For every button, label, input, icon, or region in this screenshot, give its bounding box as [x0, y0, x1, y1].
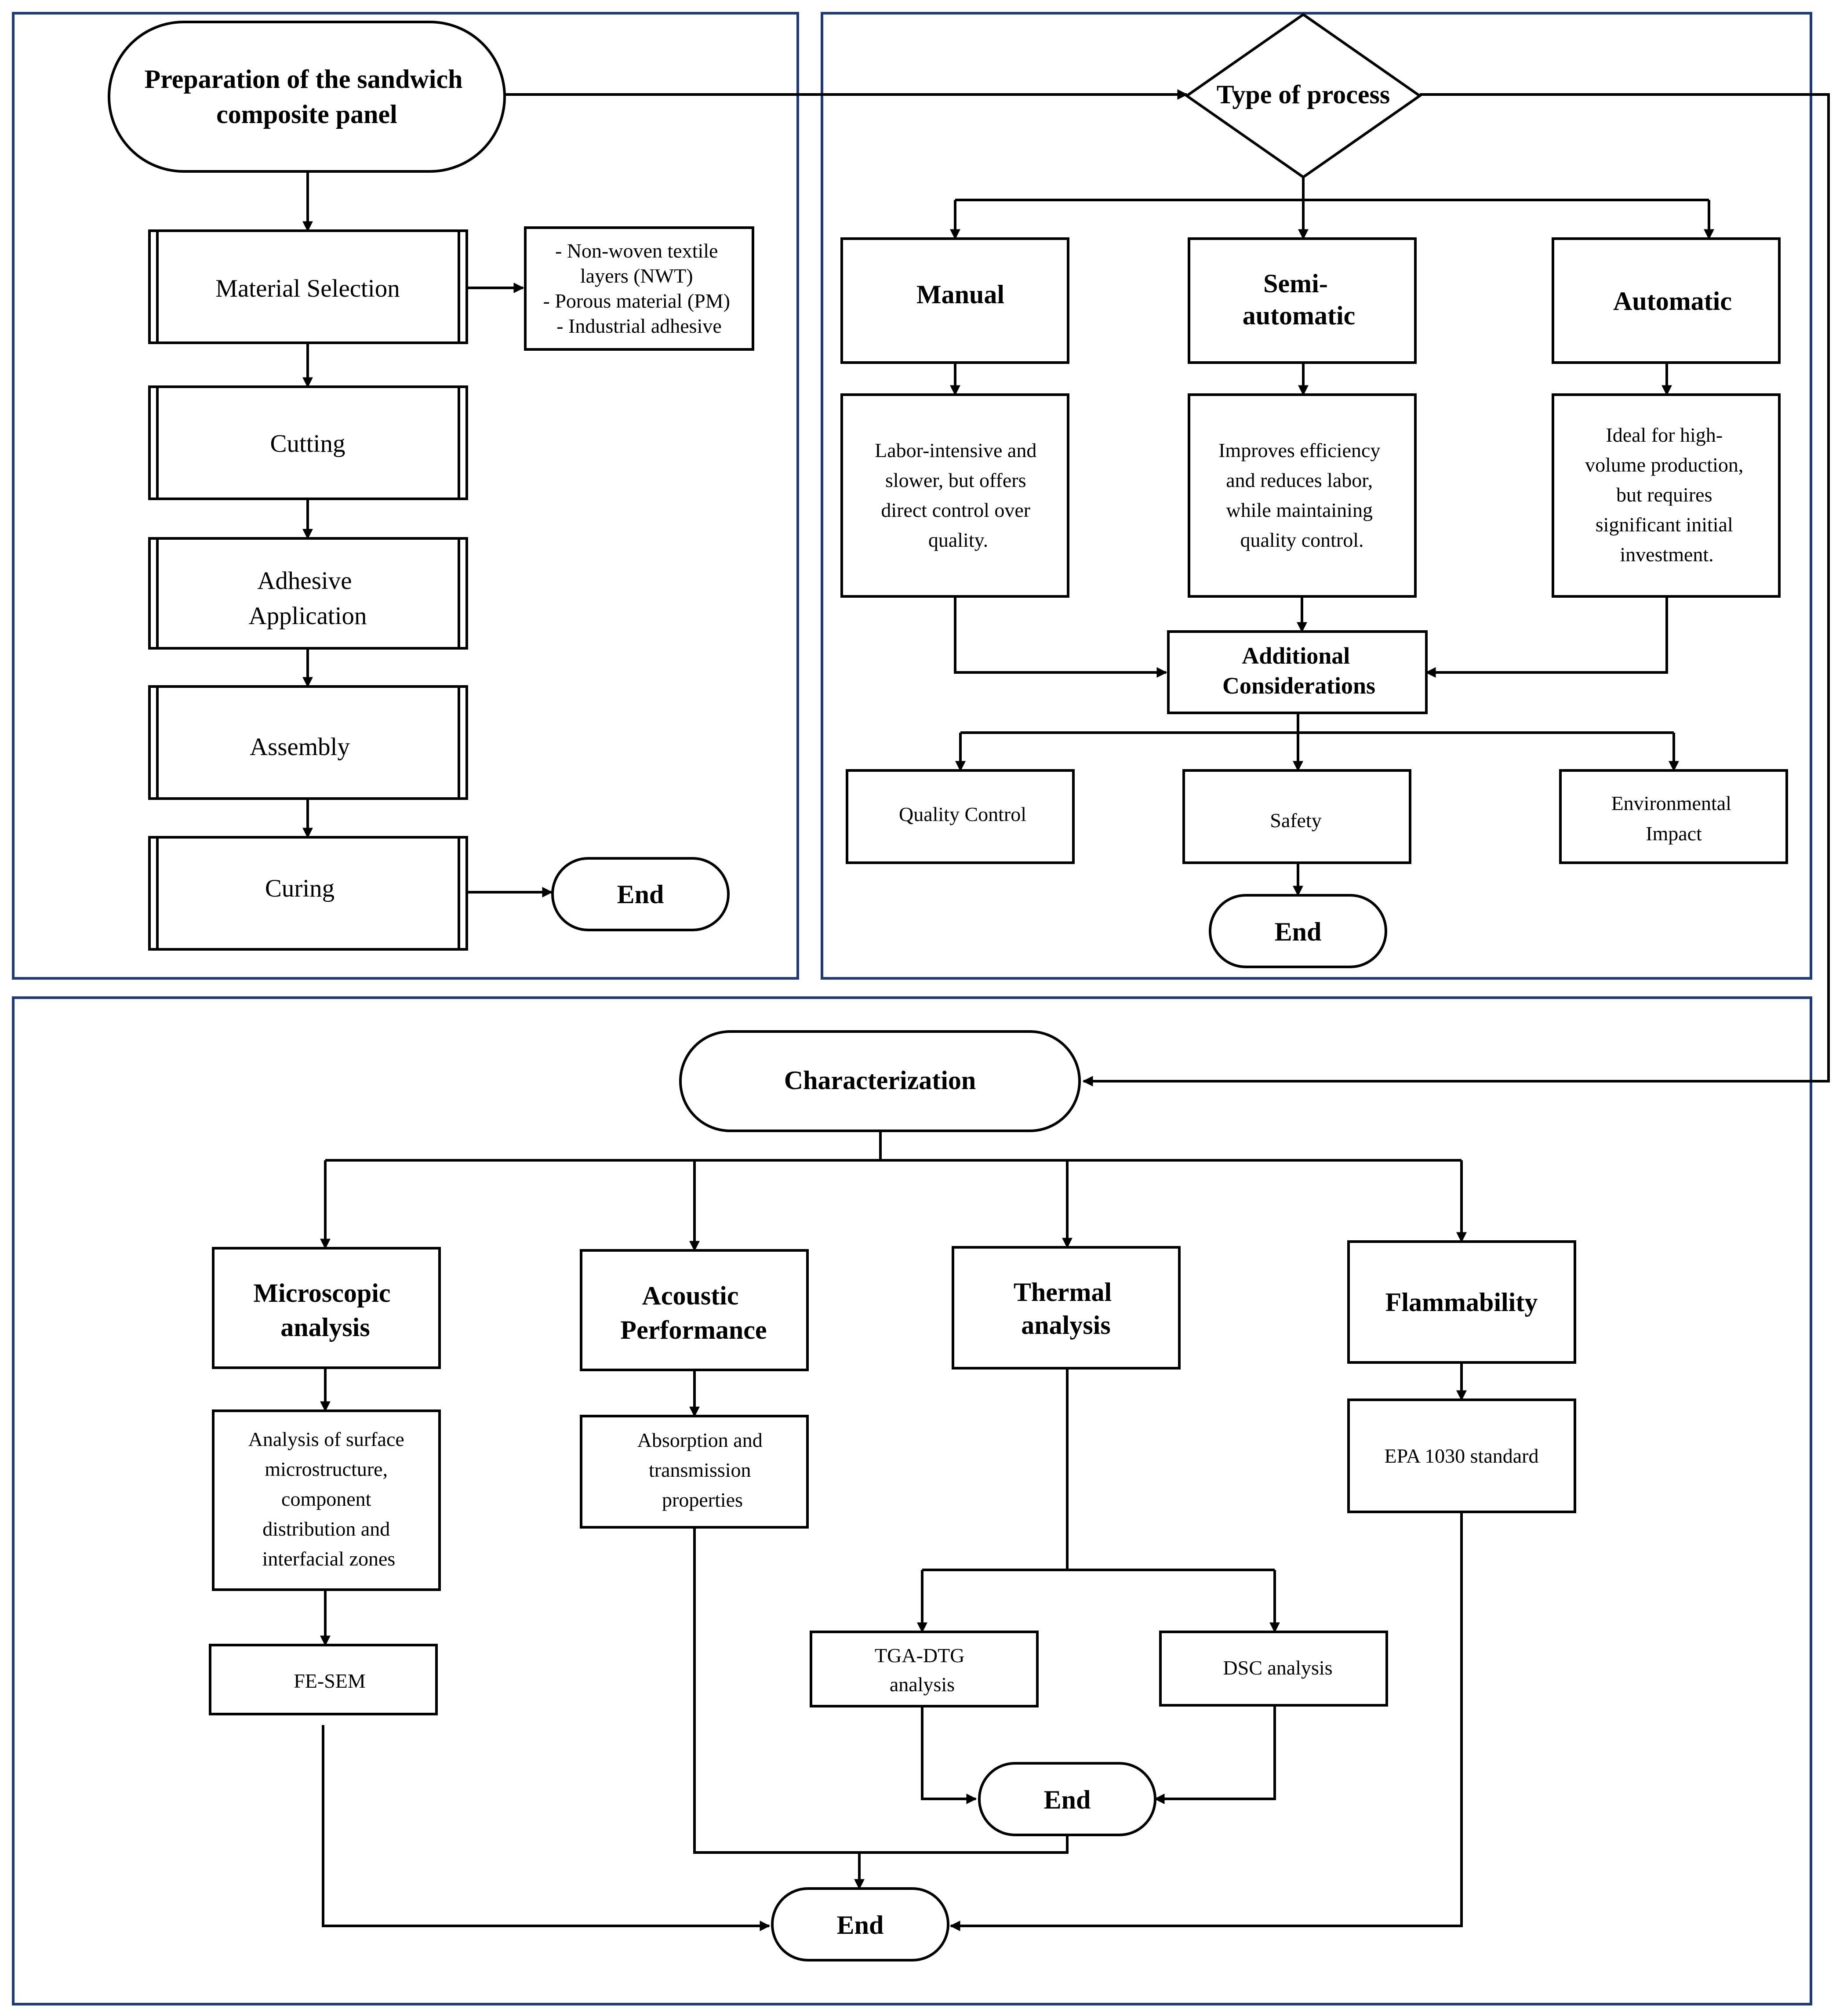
- end-label-thermal: End: [1044, 1785, 1091, 1814]
- start-title-line-2: composite panel: [216, 100, 397, 129]
- acoustic-performance-box: [580, 1249, 809, 1371]
- thermal-analysis-title: Thermal analysis: [1014, 1278, 1118, 1340]
- step-label-assembly: Assembly: [250, 733, 350, 761]
- acoustic-desc: Absorption and transmission properties: [637, 1429, 767, 1511]
- tga-dtg-box: [810, 1631, 1039, 1707]
- panel-process: [821, 12, 1812, 980]
- process-semi-desc-box: [1188, 393, 1417, 598]
- arrow-standard-to-final-end: [949, 1512, 1463, 1931]
- acoustic-performance-title: Acoustic Performance: [620, 1281, 767, 1344]
- start-terminator: [108, 21, 506, 173]
- process-manual-desc-box: [840, 393, 1069, 598]
- panel-preparation: [12, 12, 799, 980]
- arrow-automatic-to-additional: [1425, 596, 1668, 678]
- safety-box: [1182, 769, 1411, 864]
- epa-standard-box: [1347, 1398, 1576, 1513]
- microscopic-analysis-box: [212, 1247, 441, 1369]
- materials-note-box: [524, 226, 754, 351]
- quality-control-box: [846, 769, 1075, 864]
- process-manual-title: Manual: [916, 280, 1004, 309]
- process-manual-box: [840, 237, 1069, 364]
- end-terminator-thermal: [978, 1762, 1156, 1836]
- characterization-terminator: [679, 1030, 1081, 1132]
- arrow-manual-to-additional: [954, 596, 1167, 678]
- environmental-impact-label: Environmental Impact: [1611, 792, 1737, 845]
- microscopic-desc-box: [212, 1409, 441, 1591]
- additional-considerations-box: [1167, 630, 1428, 714]
- process-step-cutting: Cutting: [148, 385, 468, 500]
- arrow-decision-to-characterization: [1082, 93, 1830, 1086]
- step-label-cutting: Cutting: [270, 430, 345, 458]
- process-automatic-title: Automatic: [1613, 287, 1732, 316]
- arrow-tga-to-end: [921, 1706, 977, 1804]
- decision-label: Type of process: [1217, 80, 1390, 109]
- decision-type-of-process: [1184, 13, 1422, 179]
- end-terminator-preparation: [551, 857, 730, 931]
- step-label-adhesive: Adhesive Application: [248, 567, 367, 630]
- process-step-adhesive-application: Adhesive Application: [148, 537, 468, 650]
- additional-considerations-label: Additional Considerations: [1222, 643, 1375, 699]
- connectors: [302, 89, 1830, 1931]
- microscopic-desc: Analysis of surface microstructure, comp…: [248, 1428, 410, 1570]
- process-automatic-desc-box: [1552, 393, 1781, 598]
- materials-note: - Non-woven textile layers (NWT) - Porou…: [543, 240, 735, 337]
- safety-label: Safety: [1270, 809, 1322, 832]
- end-label-preparation: End: [617, 880, 664, 909]
- dsc-analysis-box: [1159, 1631, 1388, 1707]
- step-label-curing: Curing: [265, 875, 334, 902]
- quality-control-label: Quality Control: [899, 803, 1026, 825]
- tga-dtg-label: TGA-DTG analysis: [875, 1644, 970, 1696]
- process-automatic-box: [1552, 237, 1781, 364]
- process-semi-desc: Improves efficiency and reduces labor, w…: [1218, 439, 1385, 551]
- step-label-material-selection: Material Selection: [215, 275, 400, 302]
- flammability-box: [1347, 1240, 1576, 1364]
- panel-characterization: [12, 996, 1812, 2005]
- process-automatic-desc: Ideal for high- volume production, but r…: [1585, 424, 1749, 566]
- thermal-analysis-box: [952, 1246, 1181, 1369]
- characterization-title: Characterization: [784, 1066, 976, 1095]
- environmental-impact-box: [1559, 769, 1788, 864]
- process-step-material-selection: Material Selection: [148, 229, 468, 344]
- end-terminator-final: [771, 1887, 949, 1962]
- end-label-final: End: [837, 1911, 884, 1940]
- start-title-line-1: Preparation of the sandwich: [145, 65, 463, 94]
- process-step-assembly: Assembly: [148, 685, 468, 800]
- arrow-fesem-to-final-end: [322, 1725, 771, 1931]
- process-manual-desc: Labor-intensive and slower, but offers d…: [875, 439, 1042, 551]
- flammability-title: Flammability: [1385, 1288, 1538, 1317]
- process-semi-box: [1188, 237, 1417, 364]
- start-title: Preparation of the sandwich composite pa…: [145, 65, 469, 129]
- dsc-analysis-label: DSC analysis: [1223, 1656, 1332, 1679]
- acoustic-desc-box: [580, 1415, 809, 1529]
- process-semi-title: Semi- automatic: [1243, 269, 1356, 330]
- arrow-dsc-to-end: [1154, 1705, 1276, 1804]
- fe-sem-label: FE-SEM: [294, 1670, 366, 1692]
- epa-standard-label: EPA 1030 standard: [1385, 1445, 1539, 1467]
- process-step-curing: Curing: [148, 836, 468, 951]
- end-terminator-process: [1209, 894, 1387, 968]
- microscopic-analysis-title: Microscopic analysis: [253, 1279, 397, 1342]
- end-label-process: End: [1275, 917, 1322, 946]
- fe-sem-box: [209, 1644, 438, 1715]
